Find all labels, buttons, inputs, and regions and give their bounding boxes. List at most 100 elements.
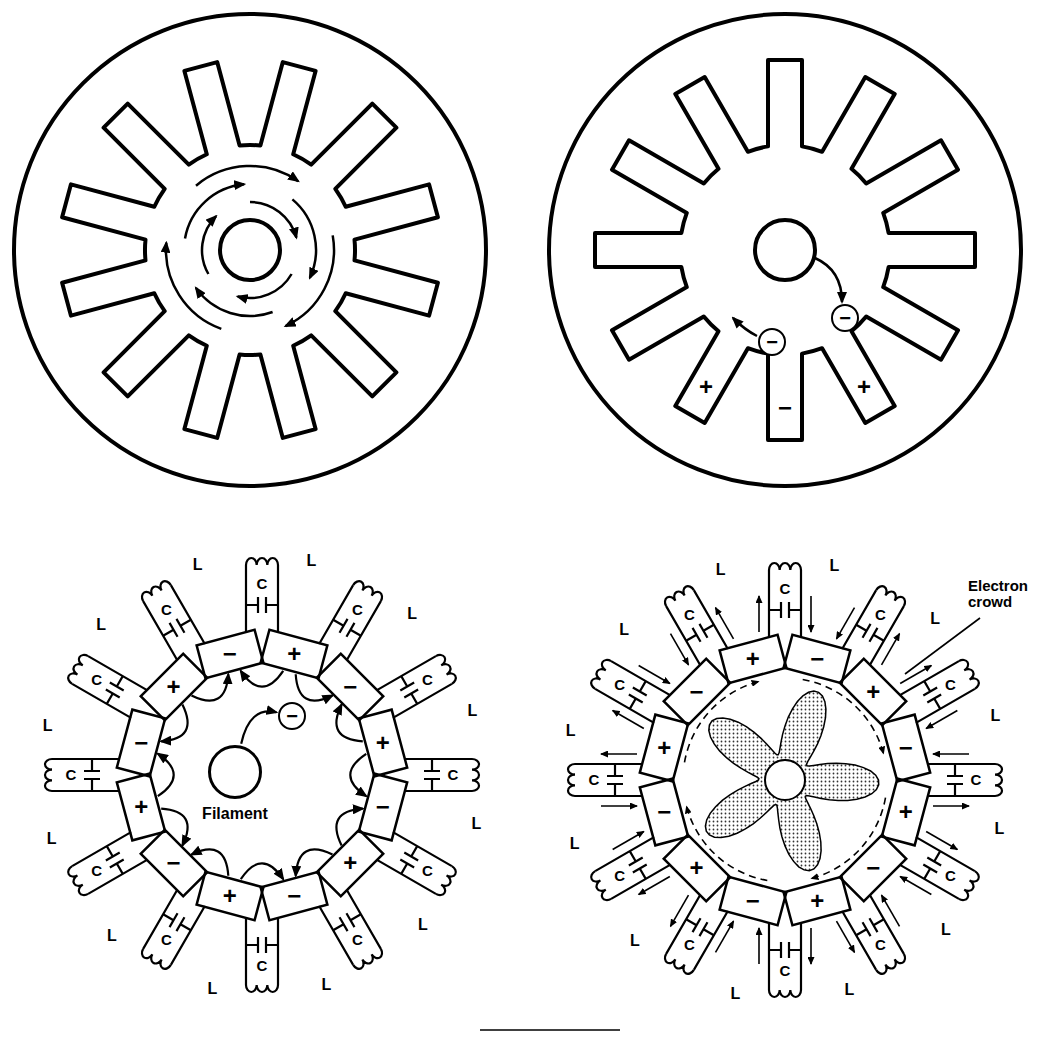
lead-wire bbox=[377, 832, 452, 894]
inductor-label: L bbox=[467, 702, 477, 719]
lead-wire bbox=[246, 917, 278, 985]
charge-sign: − bbox=[866, 856, 880, 880]
inductor-label: L bbox=[193, 556, 203, 573]
inductor-label: L bbox=[471, 816, 481, 833]
current-arrow bbox=[926, 831, 957, 849]
current-arrow bbox=[758, 596, 760, 632]
tank-circuit bbox=[377, 653, 458, 718]
tank-circuit bbox=[759, 922, 811, 997]
capacitor-label: C bbox=[875, 607, 886, 623]
electron: − bbox=[278, 702, 306, 730]
charge-sign: + bbox=[746, 647, 760, 671]
leader-line bbox=[905, 618, 980, 674]
inductor-label: L bbox=[407, 606, 417, 623]
anode-segment: − bbox=[853, 848, 893, 888]
current-arrow bbox=[716, 608, 734, 639]
charge-sign: − bbox=[134, 731, 148, 755]
charge-sign: − bbox=[343, 675, 357, 699]
capacitor-label: C bbox=[352, 933, 363, 949]
tank-circuit bbox=[895, 649, 986, 732]
capacitor-symbol bbox=[246, 597, 278, 613]
inductor-label: L bbox=[994, 821, 1004, 838]
inductor-symbol bbox=[663, 584, 694, 606]
segment-outline bbox=[663, 658, 729, 724]
inductor-symbol bbox=[769, 563, 801, 570]
rule-line bbox=[480, 1029, 620, 1031]
segment-outline bbox=[840, 658, 906, 724]
inductor-label: L bbox=[844, 982, 854, 999]
current-arrow bbox=[639, 877, 670, 895]
capacitor-label: C bbox=[614, 677, 625, 693]
electron-path-arrow bbox=[196, 288, 273, 316]
tank-circuit bbox=[654, 579, 737, 670]
anode-segment: − bbox=[154, 843, 194, 883]
cathode bbox=[755, 220, 815, 280]
capacitor-symbol bbox=[246, 937, 278, 953]
tank-circuit bbox=[584, 828, 675, 911]
segment-outline bbox=[117, 774, 165, 841]
segment-outline bbox=[359, 709, 407, 776]
anode-segment: + bbox=[853, 672, 893, 712]
inductor-symbol bbox=[589, 658, 611, 689]
current-arrow bbox=[810, 928, 812, 964]
anode-segment: + bbox=[274, 634, 314, 674]
capacitor-label: C bbox=[422, 863, 433, 879]
electron-path-arrow bbox=[815, 258, 842, 302]
capacitor-label: C bbox=[161, 933, 172, 949]
capacitor-label: C bbox=[684, 607, 695, 623]
current-arrow bbox=[601, 753, 637, 755]
inductor-symbol bbox=[66, 866, 88, 897]
charge-sign: + bbox=[690, 856, 704, 880]
cathode bbox=[220, 220, 280, 280]
tank-circuit bbox=[319, 579, 384, 660]
charge-sign: + bbox=[657, 736, 671, 760]
capacitor-symbol bbox=[607, 764, 623, 796]
anode-segment: + bbox=[797, 881, 837, 921]
capacitor-symbol bbox=[947, 764, 963, 796]
inductor-label: L bbox=[570, 836, 580, 853]
inductor-symbol bbox=[568, 764, 575, 796]
charge-sign: + bbox=[167, 675, 181, 699]
inductor-label: L bbox=[619, 622, 629, 639]
charge-sign: − bbox=[839, 308, 851, 328]
charge-sign: + bbox=[857, 374, 871, 399]
inductor-symbol bbox=[140, 949, 171, 971]
inductor-symbol bbox=[663, 954, 694, 976]
segment-outline bbox=[317, 830, 383, 896]
capacitor-label: C bbox=[589, 772, 600, 788]
filament: Filament bbox=[208, 745, 262, 799]
capacitor-symbol bbox=[623, 847, 653, 883]
tank-circuit bbox=[833, 579, 916, 670]
cathode bbox=[765, 760, 805, 800]
lead-wire bbox=[842, 895, 904, 970]
capacitor-label: C bbox=[448, 767, 459, 783]
current-arrow bbox=[670, 634, 688, 665]
current-arrow bbox=[926, 711, 957, 729]
inductor-symbol bbox=[995, 764, 1002, 796]
capacitor-label: C bbox=[875, 938, 886, 954]
segment-outline bbox=[261, 630, 328, 678]
capacitor-label: C bbox=[66, 767, 77, 783]
callout-label: Electron crowd bbox=[968, 578, 1040, 610]
inductor-symbol bbox=[436, 866, 458, 897]
capacitor-label: C bbox=[91, 672, 102, 688]
lead-wire bbox=[842, 590, 904, 665]
electron-path-arrow bbox=[185, 184, 244, 238]
current-arrow bbox=[933, 753, 969, 755]
field-arrow bbox=[241, 671, 284, 687]
electron-path-arrow bbox=[250, 202, 296, 238]
lead-wire bbox=[72, 656, 147, 718]
capacitor-symbol bbox=[623, 677, 653, 713]
inductor-symbol bbox=[876, 954, 907, 976]
capacitor-label: C bbox=[684, 938, 695, 954]
tank-circuit bbox=[66, 653, 147, 718]
inductor-symbol bbox=[246, 985, 278, 992]
capacitor-symbol bbox=[394, 672, 424, 708]
anode-segment: + bbox=[210, 876, 250, 916]
tank-circuit bbox=[319, 890, 384, 971]
electron-path-arrow bbox=[196, 166, 298, 186]
inductor-label: L bbox=[307, 552, 317, 569]
inductor-label: L bbox=[941, 922, 951, 939]
lead-wire bbox=[319, 890, 381, 965]
inductor-label: L bbox=[930, 611, 940, 628]
